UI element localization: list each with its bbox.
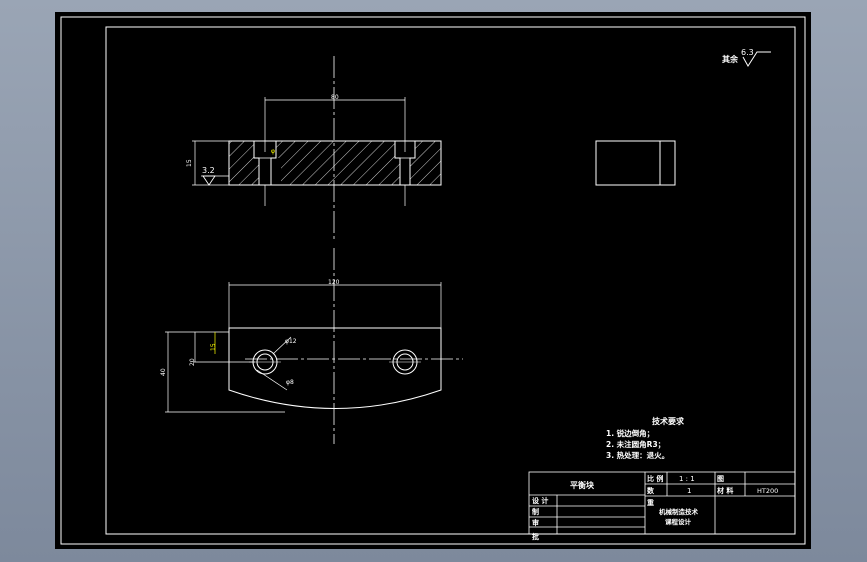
reviewer-label: 审: [532, 518, 539, 527]
tech-req-title: 技术要求: [652, 416, 685, 426]
school-line1: 机械制造技术: [659, 507, 699, 516]
plan-outline: [228, 327, 442, 409]
dim-text-top-height: 15: [186, 159, 193, 167]
section-view: 80 φ 15 3.2: [186, 56, 442, 240]
title-block-text: 平衡块 比 例 1 : 1 图 数 1 材 料 HT200 重 机械制造技术 课…: [532, 474, 778, 541]
dim-text-bottom-offset: 20: [189, 358, 196, 366]
sheet-outer-border: [60, 16, 806, 545]
scale-value: 1 : 1: [679, 475, 695, 483]
material-label: 材 料: [716, 486, 733, 495]
cad-canvas[interactable]: 其余 6.3 80 φ: [55, 12, 811, 549]
tech-req-item-3: 3. 热处理：退火。: [606, 450, 669, 460]
counterbore-note: φ: [271, 148, 275, 155]
approver-label: 批: [532, 532, 539, 541]
tech-requirements: 技术要求 1. 锐边倒角； 2. 未注圆角R3； 3. 热处理：退火。: [606, 416, 685, 460]
dim-text-bottom-height: 40: [160, 368, 167, 376]
material-value: HT200: [757, 487, 778, 495]
local-roughness-value: 3.2: [202, 166, 215, 175]
drafter-label: 制: [532, 507, 539, 516]
sheet-inner-border: [105, 26, 796, 535]
tech-req-item-1: 1. 锐边倒角；: [606, 428, 654, 439]
drawing-no-label: 图: [717, 474, 724, 483]
plan-view: φ12 φ8 120 40 20 15: [160, 248, 463, 444]
section-hatching: [229, 141, 441, 185]
hole-dim-2: φ8: [286, 379, 294, 386]
dim-text-bottom-small: 15: [210, 343, 217, 351]
tech-req-item-2: 2. 未注圆角R3；: [606, 439, 665, 450]
drawing-sheet: 其余 6.3 80 φ: [60, 16, 806, 545]
general-roughness-symbol: 其余 6.3: [722, 48, 771, 67]
quantity-label: 数: [647, 486, 655, 495]
roughness-prefix: 其余: [722, 54, 739, 64]
side-view-outline: [595, 140, 676, 186]
weight-label: 重: [647, 498, 654, 507]
school-line2: 课程设计: [665, 517, 692, 526]
title-block: [528, 471, 796, 535]
local-roughness-symbol: 3.2: [201, 166, 229, 186]
side-view: [595, 140, 676, 186]
quantity-value: 1: [687, 487, 691, 495]
hole-dim-1: φ12: [285, 338, 297, 345]
dim-text-bottom-width: 120: [328, 279, 340, 286]
designer-label: 设 计: [532, 496, 548, 505]
roughness-value: 6.3: [741, 48, 754, 57]
scale-label: 比 例: [647, 474, 663, 483]
part-name: 平衡块: [570, 480, 595, 490]
dim-text-top-width: 80: [331, 94, 339, 101]
